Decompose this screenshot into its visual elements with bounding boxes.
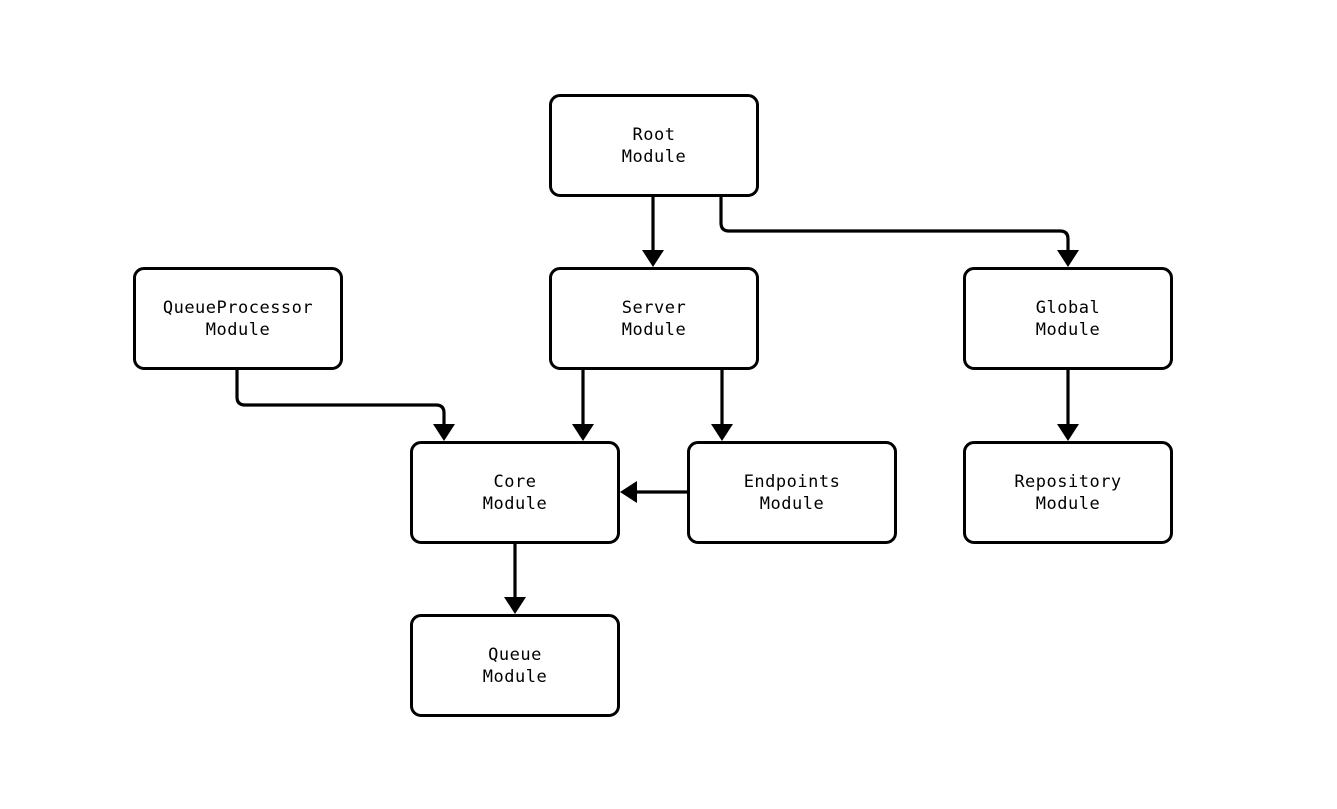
node-queue-module[interactable]: Queue Module: [410, 614, 620, 717]
node-label-line1: Endpoints: [743, 471, 841, 492]
node-server-module[interactable]: Server Module: [549, 267, 759, 370]
node-label-line2: Module: [759, 493, 825, 514]
node-label-line1: Root: [632, 124, 676, 145]
node-label-line2: Module: [1035, 319, 1101, 340]
node-label-line1: Global: [1035, 297, 1101, 318]
arrowhead-root-to-global: [1057, 250, 1079, 267]
node-label-line1: QueueProcessor: [162, 297, 314, 318]
node-root-module[interactable]: Root Module: [549, 94, 759, 197]
node-label-line2: Module: [1035, 493, 1101, 514]
node-label-line1: Core: [493, 471, 537, 492]
node-label-line1: Server: [621, 297, 687, 318]
arrowhead-server-to-endpoints: [711, 424, 733, 441]
arrowhead-queueprocessor-to-core: [433, 424, 455, 441]
edge-root-to-global: [719, 197, 1070, 251]
arrowhead-core-to-queue: [504, 597, 526, 614]
node-label-line1: Queue: [488, 644, 542, 665]
arrowhead-root-to-server: [642, 250, 664, 267]
node-label-line2: Module: [482, 493, 548, 514]
node-label-line2: Module: [621, 146, 687, 167]
node-label-line2: Module: [482, 666, 548, 687]
edge-queueprocessor-to-core: [235, 370, 446, 425]
node-global-module[interactable]: Global Module: [963, 267, 1173, 370]
arrowhead-endpoints-to-core: [620, 481, 637, 503]
node-label-line2: Module: [205, 319, 271, 340]
arrowhead-global-to-repository: [1057, 424, 1079, 441]
node-queueprocessor-module[interactable]: QueueProcessor Module: [133, 267, 343, 370]
arrowhead-server-to-core: [572, 424, 594, 441]
node-label-line1: Repository: [1014, 471, 1122, 492]
node-repository-module[interactable]: Repository Module: [963, 441, 1173, 544]
node-core-module[interactable]: Core Module: [410, 441, 620, 544]
node-endpoints-module[interactable]: Endpoints Module: [687, 441, 897, 544]
node-label-line2: Module: [621, 319, 687, 340]
